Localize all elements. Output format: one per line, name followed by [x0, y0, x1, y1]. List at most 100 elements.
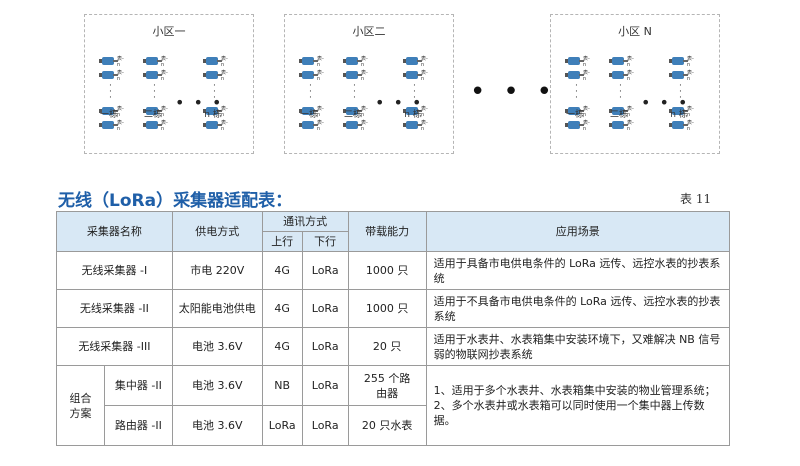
- building-label: 二栋: [343, 110, 362, 120]
- meter-tag: 表-n: [161, 120, 168, 132]
- water-meter-icon: 表-n: [669, 55, 694, 68]
- meter-tag: 表-n: [421, 56, 428, 68]
- water-meter-icon: 表-n: [99, 55, 124, 68]
- section-title: 无线（LoRa）采集器适配表：: [58, 191, 293, 211]
- ellipsis-dots: • • •: [175, 93, 224, 112]
- meter-tag: 表-n: [317, 120, 324, 132]
- water-meter-icon: 表-n: [203, 119, 228, 132]
- water-meter-icon: 表-n: [343, 69, 368, 82]
- ellipsis-dots: • • •: [641, 93, 690, 112]
- ellipsis-dots: • • •: [375, 93, 424, 112]
- vertical-dots: ···: [353, 81, 356, 103]
- cell-up: 4G: [261, 289, 303, 328]
- building-label: n 栋: [404, 110, 422, 120]
- meter-tag: 表-n: [583, 106, 590, 118]
- cell-scenario: 适用于水表井、水表箱集中安装环境下，又难解决 NB 信号弱的物联网抄表系统: [425, 327, 731, 366]
- meter-tag: 表-n: [687, 120, 694, 132]
- meter-tag: 表-n: [317, 70, 324, 82]
- water-meter-icon: 表-n: [343, 119, 368, 132]
- meter-tag: 表-n: [627, 106, 634, 118]
- meter-tag: 表-n: [687, 70, 694, 82]
- meter-tag: 表-n: [361, 106, 368, 118]
- building-label: n 栋: [204, 110, 222, 120]
- cell-down: LoRa: [301, 251, 349, 290]
- vertical-dots: ···: [153, 81, 156, 103]
- header-comm: 通讯方式: [261, 211, 349, 232]
- meter-tag: 表-n: [221, 120, 228, 132]
- water-meter-icon: 表-n: [299, 119, 324, 132]
- cell-down: LoRa: [301, 289, 349, 328]
- water-meter-icon: 表-n: [403, 69, 428, 82]
- cell-capacity: 1000 只: [347, 251, 427, 290]
- building-label: n 栋: [670, 110, 688, 120]
- water-meter-icon: 表-n: [343, 105, 368, 118]
- vertical-dots: ···: [413, 81, 416, 103]
- cell-name: 无线采集器 -III: [56, 327, 173, 366]
- water-meter-icon: 表-n: [669, 119, 694, 132]
- meter-tag: 表-n: [161, 70, 168, 82]
- table-row: 组合方案 集中器 -II 电池 3.6V NB LoRa 255 个路由器 1、…: [56, 365, 731, 446]
- table-row: 路由器 -II 电池 3.6V LoRa LoRa 20 只水表: [57, 405, 730, 446]
- building-label: 一栋: [99, 110, 118, 120]
- zone-title: 小区 N: [618, 25, 652, 38]
- water-meter-icon: 表-n: [143, 55, 168, 68]
- meter-tag: 表-n: [161, 106, 168, 118]
- zone-title: 小区一: [152, 25, 186, 38]
- header-name: 采集器名称: [56, 211, 173, 252]
- table-row: 无线采集器 -II 太阳能电池供电 4G LoRa 1000 只 适用于不具备市…: [56, 289, 731, 328]
- water-meter-icon: 表-n: [143, 119, 168, 132]
- cell-name: 无线采集器 -II: [56, 289, 173, 328]
- water-meter-icon: 表-n: [99, 69, 124, 82]
- water-meter-icon: 表-n: [565, 105, 590, 118]
- water-meter-icon: 表-n: [669, 105, 694, 118]
- cell-down: LoRa: [301, 365, 349, 406]
- water-meter-icon: 表-n: [299, 69, 324, 82]
- building-label: 二栋: [609, 110, 628, 120]
- meter-tag: 表-n: [361, 70, 368, 82]
- meter-tag: 表-n: [221, 70, 228, 82]
- water-meter-icon: 表-n: [669, 69, 694, 82]
- water-meter-icon: 表-n: [203, 69, 228, 82]
- water-meter-icon: 表-n: [143, 69, 168, 82]
- water-meter-icon: 表-n: [203, 105, 228, 118]
- zone-title: 小区二: [352, 25, 386, 38]
- meter-tag: 表-n: [583, 70, 590, 82]
- water-meter-icon: 表-n: [565, 119, 590, 132]
- water-meter-icon: 表-n: [99, 119, 124, 132]
- collector-spec-table: 采集器名称 供电方式 通讯方式 带载能力 应用场景 上行 下行 无线采集器 -I…: [56, 211, 731, 446]
- cell-up: 4G: [261, 327, 303, 366]
- water-meter-icon: 表-n: [203, 55, 228, 68]
- water-meter-icon: 表-n: [403, 55, 428, 68]
- vertical-dots: ···: [213, 81, 216, 103]
- meter-tag: 表-n: [221, 56, 228, 68]
- meter-tag: 表-n: [421, 70, 428, 82]
- water-meter-icon: 表-n: [143, 105, 168, 118]
- table-row: 无线采集器 -III 电池 3.6V 4G LoRa 20 只 适用于水表井、水…: [56, 327, 731, 366]
- water-meter-icon: 表-n: [565, 69, 590, 82]
- cell-power: 市电 220V: [171, 251, 263, 290]
- header-scenario: 应用场景: [425, 211, 731, 252]
- meter-tag: 表-n: [317, 56, 324, 68]
- cell-name: 集中器 -II: [103, 365, 173, 406]
- vertical-dots: ···: [679, 81, 682, 103]
- cell-combo-scenario: 1、适用于多个水表井、水表箱集中安装的物业管理系统； 2、多个水表井或水表箱可以…: [425, 365, 731, 446]
- cell-name: 无线采集器 -I: [56, 251, 173, 290]
- meter-tag: 表-n: [117, 106, 124, 118]
- water-meter-icon: 表-n: [403, 105, 428, 118]
- water-meter-icon: 表-n: [403, 119, 428, 132]
- cell-capacity: 20 只: [347, 327, 427, 366]
- meter-tag: 表-n: [221, 106, 228, 118]
- building-label: 一栋: [565, 110, 584, 120]
- header-downlink: 下行: [301, 231, 349, 252]
- meter-tag: 表-n: [317, 106, 324, 118]
- cell-power: 电池 3.6V: [171, 405, 263, 446]
- table-row: 无线采集器 -I 市电 220V 4G LoRa 1000 只 适用于具备市电供…: [56, 251, 731, 290]
- building-label: 一栋: [299, 110, 318, 120]
- water-meter-icon: 表-n: [565, 55, 590, 68]
- meter-tag: 表-n: [161, 56, 168, 68]
- cell-up: NB: [261, 365, 303, 406]
- water-meter-icon: 表-n: [609, 119, 634, 132]
- meter-tag: 表-n: [627, 120, 634, 132]
